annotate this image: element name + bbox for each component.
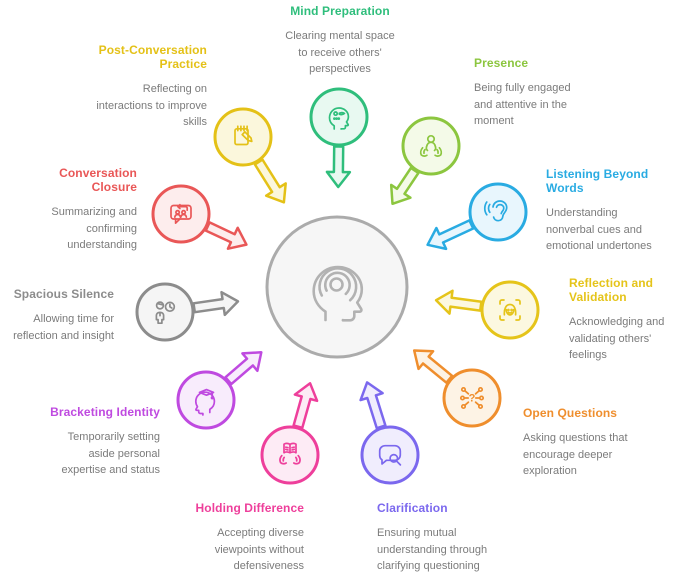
chat-search-icon [372,437,408,473]
node-label-holding-difference: Holding Difference Accepting diverse vie… [162,501,304,575]
conversation-closure-arrow [204,221,248,250]
person-clock-icon [147,294,183,330]
node-title: Conversation Closure [59,166,137,195]
conversation-closure-circle [151,184,211,244]
holding-difference-arrow [292,382,319,430]
svg-text:?: ? [469,393,476,405]
node-description: Acknowledging and validating others' fee… [569,316,665,362]
chat-people-return-icon [163,196,199,232]
clarification-circle [360,425,420,485]
reflection-and-validation-arrow [434,289,483,315]
node-label-bracketing-identity: Bracketing Identity Temporarily setting … [20,405,160,479]
notepad-pencil-icon [225,119,261,155]
node-description: Temporarily setting aside personal exper… [61,431,160,477]
person-in-hands-icon [413,128,449,164]
node-description: Asking questions that encourage deeper e… [523,432,628,478]
graduate-head-icon [188,382,224,418]
question-network-icon: ? [454,380,490,416]
center-circle [265,215,409,359]
node-title: Presence [474,56,529,70]
node-title: Bracketing Identity [50,405,160,419]
node-description: Ensuring mutual understanding through cl… [377,527,488,573]
listening-ear-icon [480,194,516,230]
node-title: Open Questions [523,406,618,420]
node-title: Post-Conversation Practice [98,43,207,72]
node-description: Reflecting on interactions to improve sk… [96,83,207,129]
node-label-mind-preparation: Mind Preparation Clearing mental space t… [225,4,455,78]
node-title: Spacious Silence [13,287,114,301]
spacious-silence-arrow [192,290,240,317]
open-questions-arrow [412,349,454,384]
mind-preparation-arrow [325,145,352,189]
hands-holding-book-icon [272,437,308,473]
bracketing-identity-arrow [224,351,263,386]
node-label-presence: Presence Being fully engaged and attenti… [474,56,586,130]
holding-difference-circle [260,425,320,485]
node-label-reflection-and-validation: Reflection and Validation Acknowledging … [569,276,675,364]
node-title: Reflection and Validation [569,276,654,305]
listening-beyond-words-arrow [426,219,475,251]
node-label-listening-beyond-words: Listening Beyond Words Understanding non… [546,167,656,255]
post-conversation-practice-circle [213,107,273,167]
node-title: Holding Difference [195,501,304,515]
node-label-post-conversation-practice: Post-Conversation Practice Reflecting on… [77,43,207,131]
node-description: Summarizing and confirming understanding [51,206,137,252]
node-label-open-questions: Open Questions Asking questions that enc… [523,406,648,480]
reflection-and-validation-circle [480,280,540,340]
mind-preparation-circle [309,87,369,147]
node-description: Clearing mental space to receive others'… [285,30,395,76]
clarification-arrow [359,381,387,430]
node-title: Listening Beyond Words [546,167,649,196]
node-label-clarification: Clarification Ensuring mutual understand… [377,501,517,575]
listening-beyond-words-circle [468,182,528,242]
node-title: Mind Preparation [290,4,390,18]
post-conversation-practice-arrow [253,158,287,204]
mindful-head-icon [292,242,382,332]
node-description: Accepting diverse viewpoints without def… [214,527,304,573]
open-questions-circle [442,368,502,428]
presence-circle [401,116,461,176]
node-label-conversation-closure: Conversation Closure Summarizing and con… [15,166,137,254]
node-label-spacious-silence: Spacious Silence Allowing time for refle… [2,287,114,344]
face-recognition-icon [492,292,528,328]
bracketing-identity-circle [176,370,236,430]
node-description: Allowing time for reflection and insight [13,313,114,342]
node-title: Clarification [377,501,448,515]
spacious-silence-circle [135,282,195,342]
head-thoughts-icon [321,99,357,135]
node-description: Being fully engaged and attentive in the… [474,82,571,128]
node-description: Understanding nonverbal cues and emotion… [546,207,652,253]
presence-arrow [389,166,420,206]
